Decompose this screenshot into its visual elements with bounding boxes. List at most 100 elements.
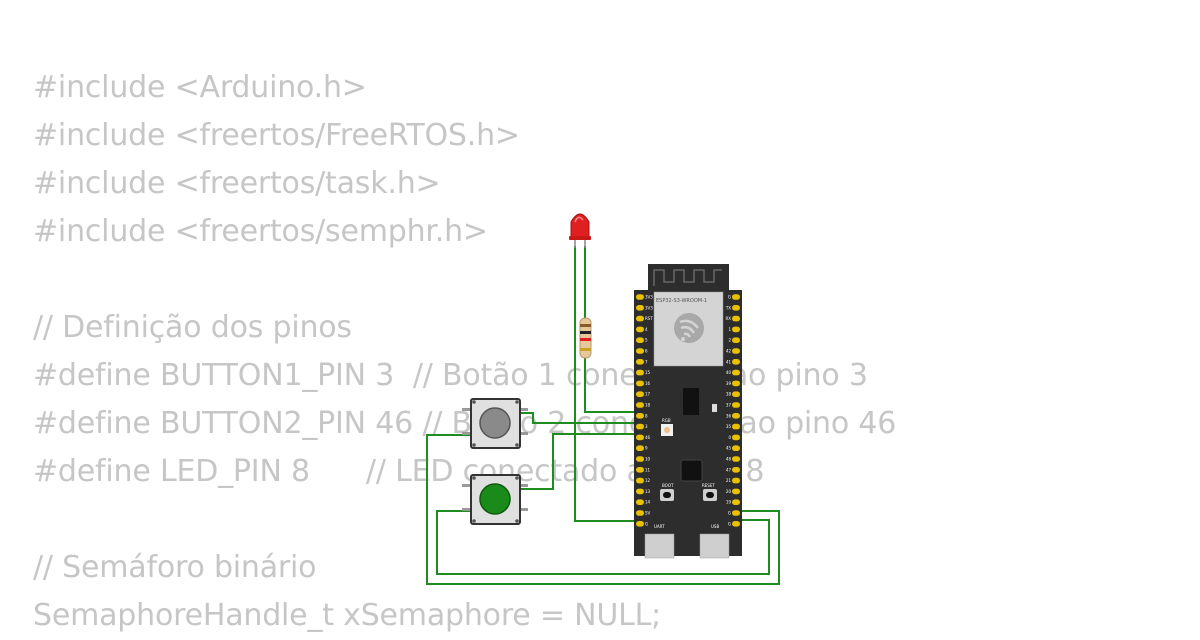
left-pin-label: 46	[645, 435, 651, 440]
right-pin[interactable]	[732, 380, 740, 387]
left-pin[interactable]	[636, 510, 644, 516]
left-pin[interactable]	[636, 305, 644, 311]
right-pin[interactable]	[732, 337, 740, 343]
left-pin-label: RST	[645, 316, 653, 321]
pushbutton-2[interactable]	[462, 474, 528, 525]
left-pin[interactable]	[636, 445, 644, 451]
right-pin-label: 39	[726, 381, 732, 386]
right-pin[interactable]	[732, 305, 740, 311]
right-pin[interactable]	[732, 413, 740, 419]
left-pin[interactable]	[636, 315, 644, 322]
right-pin-label: G	[728, 511, 731, 516]
left-pin[interactable]	[636, 423, 644, 430]
right-pin-label: 47	[726, 467, 732, 472]
left-pin-label: 11	[645, 467, 651, 472]
right-pin[interactable]	[732, 423, 740, 430]
right-pin-label: 38	[726, 392, 732, 397]
left-pin[interactable]	[636, 413, 644, 419]
code-line: // Definição dos pinos	[33, 310, 352, 345]
right-pin[interactable]	[732, 315, 740, 322]
right-pin-label: TX	[725, 305, 731, 310]
esp32-s3-board[interactable]: ESP32-S3-WROOM-1 RGB BOOT RESET UART USB…	[634, 264, 742, 559]
right-pin[interactable]	[732, 326, 740, 333]
left-pin-label: 8	[645, 413, 648, 418]
right-pin[interactable]	[732, 294, 740, 300]
left-pin[interactable]	[636, 337, 644, 343]
right-pin-label: 36	[726, 413, 732, 418]
left-pin-label: 4	[645, 327, 648, 332]
left-pin[interactable]	[636, 380, 644, 387]
right-pin-label: 42	[726, 349, 732, 354]
right-pin[interactable]	[732, 521, 740, 527]
right-pin[interactable]	[732, 445, 740, 451]
right-pin-label: 21	[726, 478, 732, 483]
left-pin-label: 6	[645, 349, 648, 354]
right-pin[interactable]	[732, 402, 740, 408]
button1-cap[interactable]	[479, 407, 511, 439]
wire-button1-pin3[interactable]	[520, 412, 641, 424]
left-pin[interactable]	[636, 499, 644, 505]
wire-button1-gnd[interactable]	[426, 434, 780, 585]
wire-button2-pin46[interactable]	[520, 433, 641, 490]
right-pin[interactable]	[732, 348, 740, 354]
module-label: ESP32-S3-WROOM-1	[656, 298, 707, 304]
uart-port[interactable]	[644, 533, 675, 559]
left-pin-label: 18	[645, 403, 651, 408]
left-pin[interactable]	[636, 359, 644, 365]
right-pin-label: 37	[726, 403, 732, 408]
right-pin[interactable]	[732, 467, 740, 473]
wire-resistor-pin8[interactable]	[584, 358, 641, 413]
button2-cap[interactable]	[479, 483, 511, 515]
left-pin[interactable]	[636, 488, 644, 495]
right-pin[interactable]	[732, 369, 740, 376]
rgb-label: RGB	[662, 418, 671, 423]
right-pin[interactable]	[732, 391, 740, 397]
right-pin-label: 2	[728, 338, 731, 343]
left-pin-label: 16	[645, 381, 651, 386]
left-pin[interactable]	[636, 434, 644, 441]
left-pin[interactable]	[636, 402, 644, 408]
right-pin-label: G	[728, 521, 731, 526]
left-pin[interactable]	[636, 521, 644, 527]
right-pin-label: 19	[726, 500, 732, 505]
right-pin[interactable]	[732, 488, 740, 495]
left-pin-label: 17	[645, 392, 651, 397]
left-pin[interactable]	[636, 294, 644, 300]
left-pin[interactable]	[636, 456, 644, 462]
usb-port[interactable]	[699, 533, 730, 559]
left-pin[interactable]	[636, 326, 644, 333]
right-pin-label: RX	[725, 316, 731, 321]
pushbutton-1[interactable]	[462, 398, 528, 449]
resistor[interactable]	[579, 317, 592, 359]
right-pin-label: 35	[726, 424, 732, 429]
left-pin-label: 3V3	[645, 305, 653, 310]
wire-button2-gnd[interactable]	[436, 510, 770, 575]
left-pin[interactable]	[636, 391, 644, 397]
left-pin[interactable]	[636, 348, 644, 354]
right-pin[interactable]	[732, 359, 740, 365]
right-pin[interactable]	[732, 456, 740, 462]
right-pin[interactable]	[732, 499, 740, 505]
left-pin-label: 5V	[645, 511, 651, 516]
right-pin-label: G	[728, 295, 731, 300]
left-pin-label: 3	[645, 424, 648, 429]
wire-led-gnd[interactable]	[574, 246, 641, 522]
code-line: SemaphoreHandle_t xSemaphore = NULL;	[33, 598, 662, 633]
red-led[interactable]	[569, 213, 591, 248]
code-line: #include <freertos/semphr.h>	[33, 214, 488, 249]
left-pin-label: 3V3	[645, 295, 653, 300]
right-pin-label: 41	[726, 359, 732, 364]
right-pin-label: 0	[728, 435, 731, 440]
right-pin-label: 20	[726, 489, 732, 494]
left-pin[interactable]	[636, 477, 644, 484]
uart-label: UART	[654, 524, 665, 529]
left-pin[interactable]	[636, 369, 644, 376]
left-pin-label: 5	[645, 338, 648, 343]
code-listing: #include <Arduino.h> #include <freertos/…	[33, 64, 896, 640]
right-pin[interactable]	[732, 510, 740, 516]
right-pin[interactable]	[732, 434, 740, 441]
left-pin[interactable]	[636, 467, 644, 473]
right-pin[interactable]	[732, 477, 740, 484]
